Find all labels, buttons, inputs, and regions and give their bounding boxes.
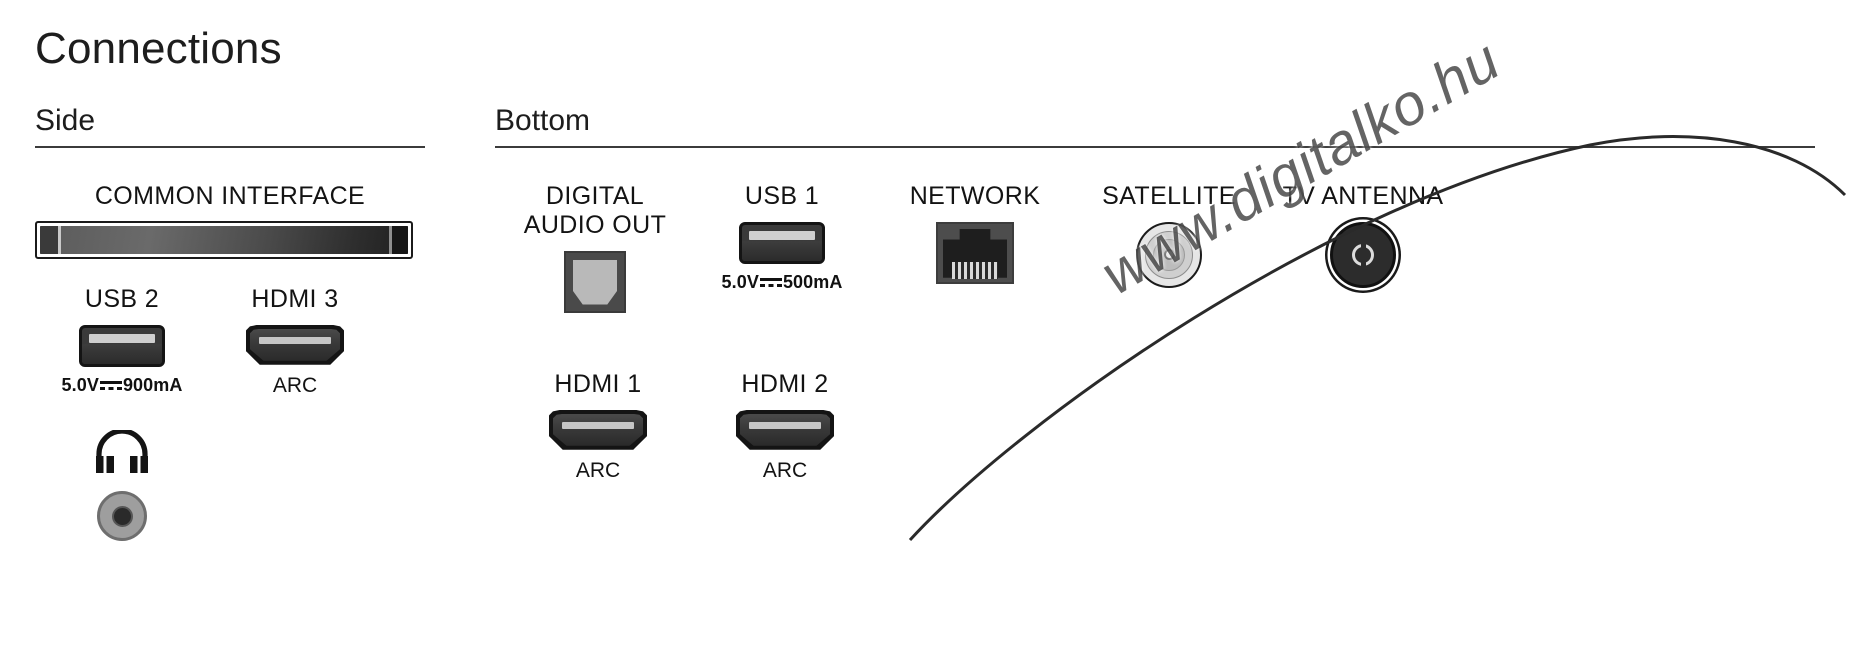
usb2-power-rating: 5.0V 900mA — [32, 376, 212, 394]
port-group-tv-antenna: TV ANTENNA — [1268, 182, 1458, 288]
dc-symbol-icon — [99, 379, 122, 392]
hdmi-port-icon — [692, 409, 878, 450]
port-group-satellite: SATELLITE — [1078, 182, 1260, 288]
common-interface-slot-icon — [35, 220, 425, 259]
usb1-power-current: 500mA — [782, 271, 843, 292]
hdmi3-arc-label: ARC — [272, 373, 318, 397]
port-group-hdmi2: HDMI 2 ARC — [692, 370, 878, 481]
port-label-hdmi2: HDMI 2 — [741, 370, 829, 398]
port-group-digital-audio-out: DIGITAL AUDIO OUT — [500, 182, 690, 313]
port-label-hdmi3: HDMI 3 — [251, 285, 339, 313]
port-group-hdmi1: HDMI 1 ARC — [505, 370, 691, 481]
hdmi-port-icon — [505, 409, 691, 450]
dc-symbol-icon — [759, 276, 782, 289]
hdmi1-arc-label: ARC — [575, 458, 621, 482]
usb1-power-rating: 5.0V 500mA — [692, 273, 872, 291]
port-label-hdmi1: HDMI 1 — [554, 370, 642, 398]
usb1-power-volts: 5.0V — [721, 271, 759, 292]
coax-antenna-connector-icon — [1268, 221, 1458, 288]
hdmi-port-icon — [205, 324, 385, 365]
section-divider-side — [35, 146, 425, 148]
headphone-icon — [32, 428, 212, 479]
section-divider-bottom — [495, 146, 1815, 148]
section-title-side: Side — [35, 104, 96, 137]
port-group-hdmi3: HDMI 3 ARC — [205, 285, 385, 396]
usb-port-icon — [692, 221, 872, 264]
port-label-usb1: USB 1 — [744, 182, 820, 210]
section-title-bottom: Bottom — [495, 104, 591, 137]
usb-port-icon — [32, 324, 212, 367]
port-label-digital-audio-out-line1: DIGITAL — [545, 182, 645, 210]
usb2-power-volts: 5.0V — [61, 374, 99, 395]
usb2-power-current: 900mA — [122, 374, 183, 395]
rj45-ethernet-port-icon — [884, 221, 1066, 284]
audio-jack-icon — [32, 491, 212, 541]
port-group-headphone — [32, 428, 212, 541]
port-group-usb1: USB 1 5.0V 500mA — [692, 182, 872, 291]
port-label-satellite: SATELLITE — [1102, 182, 1236, 210]
page-title: Connections — [35, 24, 282, 73]
hdmi2-arc-label: ARC — [762, 458, 808, 482]
port-group-network: NETWORK — [884, 182, 1066, 284]
port-group-usb2: USB 2 5.0V 900mA — [32, 285, 212, 394]
port-label-tv-antenna: TV ANTENNA — [1282, 182, 1444, 210]
optical-toslink-port-icon — [500, 250, 690, 313]
port-label-common-interface: COMMON INTERFACE — [94, 182, 366, 210]
port-label-usb2: USB 2 — [84, 285, 160, 313]
satellite-f-connector-icon — [1078, 221, 1260, 288]
port-label-digital-audio-out-line2: AUDIO OUT — [523, 210, 667, 239]
port-label-network: NETWORK — [909, 182, 1041, 210]
port-group-common-interface: COMMON INTERFACE — [35, 182, 425, 259]
